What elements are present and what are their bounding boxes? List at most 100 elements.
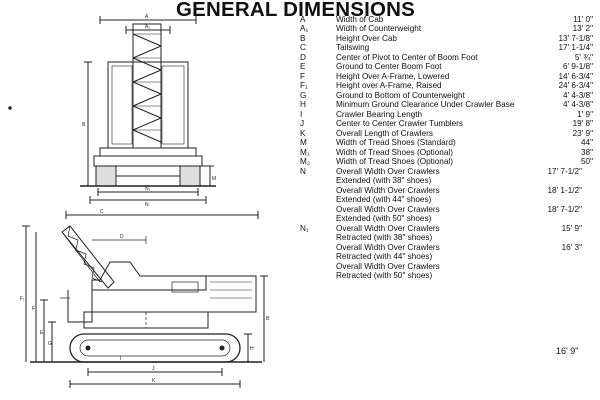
dimension-symbol (296, 252, 336, 262)
overall-width-line: N₁ Overall Width Over Crawlers 15' 9" (296, 224, 596, 234)
dimension-value: 14' 6-3/4" (558, 71, 593, 81)
dimension-symbol: A₁ (300, 24, 309, 33)
dimension-symbol (296, 176, 336, 186)
dimension-description: Overall Width Over Crawlers (336, 242, 440, 252)
dimension-symbol (296, 233, 336, 243)
dimension-symbol: H (300, 100, 306, 109)
side-view-drawing (22, 211, 268, 388)
dimension-value: 11' 0" (573, 14, 593, 24)
dimension-description: Overall Length of Crawlers (336, 128, 433, 138)
dimension-symbol (296, 186, 336, 196)
dimension-value (522, 176, 596, 186)
dimension-symbol: C (300, 43, 306, 52)
dimension-value: 5' ¾" (574, 52, 593, 62)
dimension-symbol (296, 243, 336, 253)
label-b-side: B (266, 316, 270, 322)
label-h: H (250, 346, 254, 352)
dimension-description: Width of Tread Shoes (Optional) (336, 147, 453, 157)
dimension-description: Ground to Center Boom Foot (336, 62, 442, 71)
dimension-value: 18' 1-1/2" (547, 185, 582, 195)
label-a1: A₁ (145, 24, 150, 30)
label-f1: F₁ (20, 296, 25, 302)
dimension-symbol: M₂ (300, 157, 310, 166)
dimension-value: 38" (580, 147, 593, 157)
label-c: C (100, 209, 104, 215)
dimension-symbol: M (300, 138, 307, 147)
label-g: G (48, 341, 52, 347)
dimension-symbol: D (300, 52, 306, 62)
dimension-description: Width of Counterweight (336, 24, 422, 33)
dimension-value: 13' 2" (572, 24, 593, 33)
dimension-value: 16' 3" (561, 242, 582, 252)
dimension-description: Width of Cab (336, 14, 384, 24)
dimension-description: Retracted (with 44" shoes) (336, 252, 433, 261)
label-n: N (145, 202, 149, 208)
dimension-symbol: B (300, 33, 306, 43)
dimension-symbol (296, 262, 336, 272)
label-j: J (152, 366, 155, 372)
dimension-description: Width of Tread Shoes (Optional) (336, 157, 453, 166)
dimension-value (522, 262, 596, 272)
label-a: A (145, 14, 149, 20)
last-width-value: 16' 9" (556, 346, 579, 356)
dimension-value: 4' 4-3/8" (563, 100, 593, 109)
overall-width-line: Extended (with 50" shoes) (296, 214, 596, 224)
front-view-drawing (8, 16, 216, 204)
overall-width-line: Retracted (with 50" shoes) (296, 271, 596, 281)
dimension-symbol (296, 214, 336, 224)
dimension-row: F Height Over A-Frame, Lowered 14' 6-3/4" (296, 72, 596, 82)
drawing-labels: A A₁ B N₁ N M C D F₁ F E G B H J K I (20, 14, 270, 384)
dimension-description: Height Over A-Frame, Lowered (336, 71, 450, 81)
dimension-symbol: J (300, 119, 305, 128)
dimension-value (522, 271, 596, 281)
dimension-description: Extended (with 50" shoes) (336, 214, 432, 223)
dimension-symbol: N₁ (300, 223, 309, 233)
dimension-value: 13' 7-1/8" (558, 33, 593, 43)
label-b: B (82, 122, 86, 128)
dimension-value (522, 252, 596, 262)
dimension-value (522, 233, 596, 243)
dimension-description: Extended (with 38" shoes) (336, 176, 432, 185)
dimension-description: Overall Width Over Crawlers (336, 223, 440, 233)
dimension-symbol: G (300, 90, 307, 100)
dimension-symbol: E (300, 62, 306, 71)
dimension-value: 1' 9" (577, 109, 593, 119)
dimension-symbol (296, 271, 336, 281)
dimension-description: Center to Center Crawler Tumblers (336, 119, 463, 128)
dimension-symbol: M₁ (300, 147, 310, 157)
dimension-description: Overall Width Over Crawlers (336, 261, 440, 271)
overall-width-line: Retracted (with 44" shoes) (296, 252, 596, 262)
dimension-value (522, 195, 596, 205)
dimension-value: 50" (580, 157, 593, 166)
dimension-value: 15' 9" (561, 223, 582, 233)
overall-width-line: Overall Width Over Crawlers 18' 1-1/2" (296, 186, 596, 196)
dimension-description: Crawler Bearing Length (336, 109, 423, 119)
dimension-value: 18' 7-1/2" (547, 204, 582, 214)
dimension-description: Overall Width Over Crawlers (336, 166, 440, 176)
dimension-value: 17' 1-1/4" (558, 43, 593, 52)
dimension-value: 4' 4-3/8" (563, 90, 593, 100)
dimension-value: 23' 9" (572, 128, 593, 138)
label-e: E (40, 330, 44, 336)
dimension-symbol: F (300, 71, 306, 81)
label-i: I (120, 356, 121, 362)
dimension-description: Retracted (with 50" shoes) (336, 271, 433, 280)
dimension-value: 17' 7-1/2" (547, 166, 582, 176)
overall-width-line: Overall Width Over Crawlers 16' 3" (296, 243, 596, 253)
overall-width-entry: Overall Width Over Crawlers 16' 3" Retract… (296, 243, 596, 262)
dimension-description: Overall Width Over Crawlers (336, 185, 440, 195)
